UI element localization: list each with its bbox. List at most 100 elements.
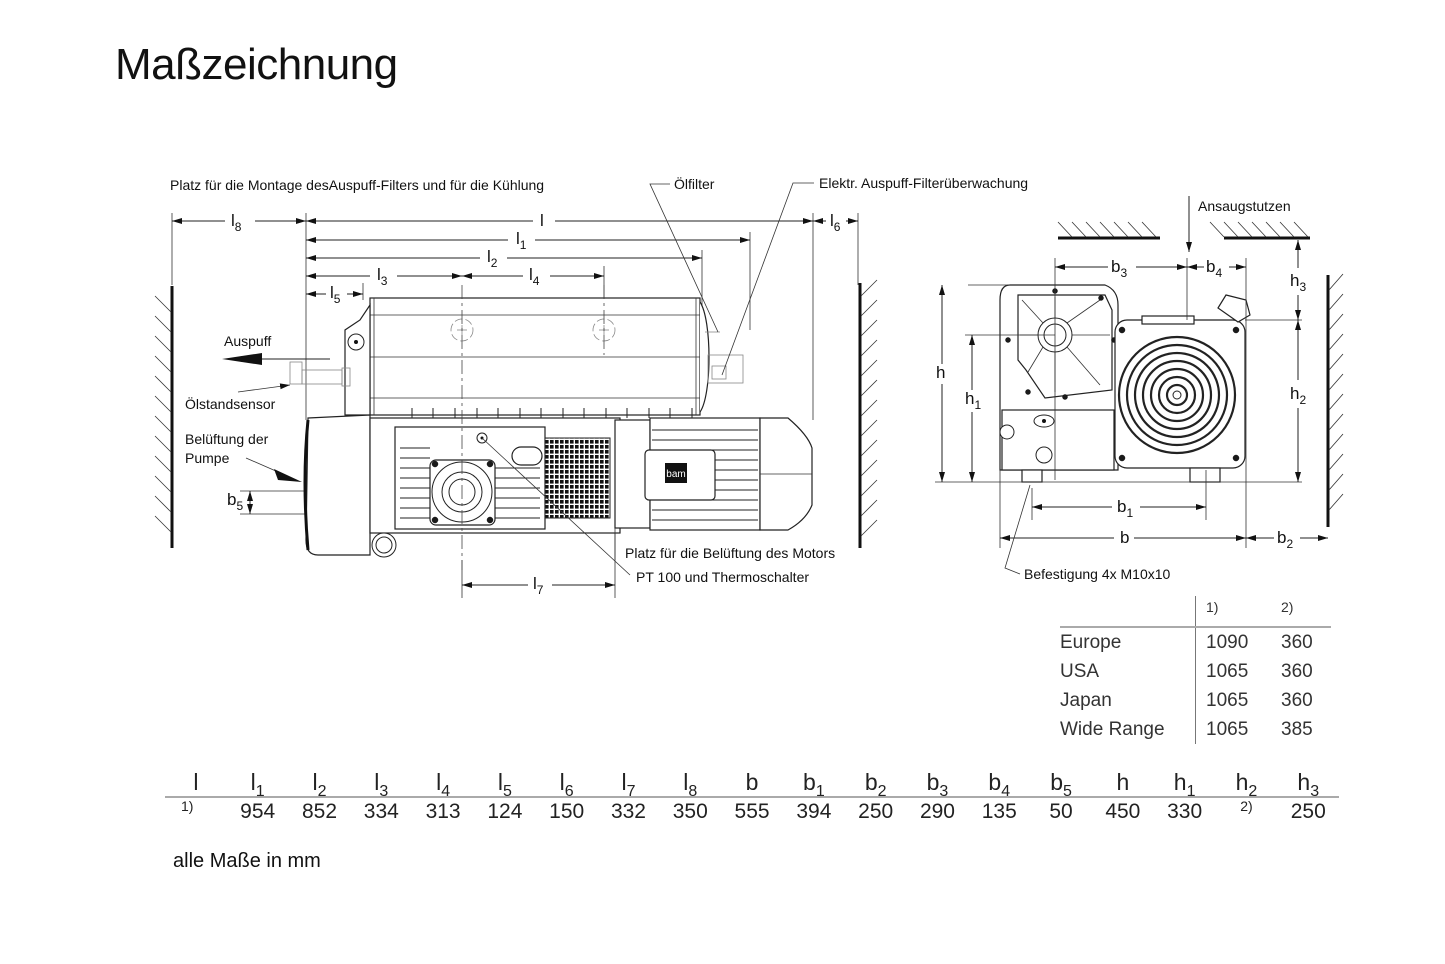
dimension-header: l — [165, 764, 227, 798]
dimension-header: h2 — [1215, 764, 1278, 800]
dim-l1: l1 — [306, 229, 750, 252]
dim-h: h — [936, 285, 945, 482]
svg-text:l4: l4 — [529, 265, 540, 288]
svg-text:Ölfilter: Ölfilter — [674, 175, 715, 192]
svg-text:b: b — [1120, 528, 1129, 547]
dimension-symbol: h — [1173, 769, 1187, 795]
coupling-grille — [544, 419, 651, 529]
svg-text:b4: b4 — [1206, 257, 1222, 280]
region-value-2: 360 — [1281, 690, 1313, 711]
region-header-1: 1) — [1195, 596, 1281, 628]
dimension-header: l5 — [473, 764, 536, 800]
dimension-symbol: b — [926, 769, 940, 795]
oil-level-sensor — [289, 361, 351, 387]
dimension-header: b1 — [782, 764, 845, 800]
svg-text:PT 100 und Thermoschalter: PT 100 und Thermoschalter — [636, 569, 809, 585]
svg-text:Platz für die Belüftung des Mo: Platz für die Belüftung des Motors — [625, 545, 835, 561]
pump-body — [303, 408, 693, 558]
dimension-header: h — [1091, 764, 1154, 798]
front-right-wall — [1326, 273, 1344, 527]
dimension-symbol: l — [374, 769, 380, 795]
dim-l5: l5 — [306, 283, 363, 306]
dimension-header: l6 — [535, 764, 598, 800]
dim-l8: l8 — [172, 211, 306, 234]
dim-l6: l6 — [813, 211, 858, 234]
ceiling-right — [1209, 221, 1310, 240]
region-name: Europe — [1060, 632, 1122, 653]
callout-pt100: PT 100 und Thermoschalter — [481, 437, 809, 585]
dimension-value: 150 — [549, 800, 585, 823]
callout-filter-monitor: Elektr. Auspuff-Filterüberwachung — [721, 175, 1028, 376]
dimension-header: b — [721, 764, 783, 798]
dimension-subscript: 2 — [1248, 783, 1258, 800]
svg-text:Elektr. Auspuff-Filterüberwach: Elektr. Auspuff-Filterüberwachung — [819, 175, 1028, 191]
region-value-1: 1090 — [1195, 627, 1281, 657]
dimension-subscript: 6 — [564, 783, 574, 800]
dimension-header: h1 — [1153, 764, 1216, 800]
dimension-subscript: 3 — [939, 783, 949, 800]
region-value-1: 1065 — [1195, 715, 1281, 744]
svg-text:h2: h2 — [1290, 384, 1306, 407]
dim-b2: b2 — [1246, 528, 1328, 551]
dimension-subscript: 2 — [877, 783, 887, 800]
dimension-subscript: 3 — [379, 783, 389, 800]
region-header-2: 2) — [1281, 596, 1331, 628]
dimension-subscript: 1 — [1186, 783, 1196, 800]
callout-motor-ventilation: Platz für die Belüftung des Motors — [614, 528, 835, 561]
dimension-subscript: 7 — [626, 783, 636, 800]
table-row: USA 1065 360 — [1060, 657, 1331, 686]
svg-text:h: h — [936, 363, 945, 382]
right-wall — [858, 279, 878, 548]
filter-monitor — [705, 331, 744, 384]
dim-b3: b3 — [1055, 257, 1187, 280]
dimension-value: 334 — [363, 800, 399, 823]
dimension-header: l8 — [659, 764, 722, 800]
svg-text:h3: h3 — [1290, 271, 1306, 294]
dimension-subscript: 3 — [1310, 783, 1320, 800]
front-motor-fan — [1114, 294, 1251, 483]
dimension-value: 250 — [1290, 800, 1326, 823]
dimension-symbol: l — [312, 769, 318, 795]
svg-text:Belüftung der: Belüftung der — [185, 431, 269, 447]
page-title: Maßzeichnung — [115, 40, 398, 89]
svg-text:Auspuff: Auspuff — [224, 333, 271, 349]
motor: bam — [644, 417, 813, 531]
dimension-value: 330 — [1167, 800, 1203, 823]
region-value-1: 1065 — [1195, 686, 1281, 715]
dim-h3: h3 — [1290, 240, 1306, 320]
dimension-value: 332 — [610, 800, 646, 823]
front-view: Ansaugstutzen — [935, 196, 1344, 582]
svg-text:l1: l1 — [516, 229, 527, 252]
dimension-symbol: l — [559, 769, 565, 795]
table-row: Wide Range 1065 385 — [1060, 715, 1331, 744]
dimension-header: l3 — [350, 764, 413, 800]
svg-text:b5: b5 — [227, 490, 243, 513]
svg-text:Pumpe: Pumpe — [185, 450, 230, 466]
dimension-value: 1) — [181, 798, 194, 814]
dimension-symbol: l — [497, 769, 503, 795]
exhaust-filter-housing — [344, 297, 710, 416]
callout-pump-ventilation: Belüftung der Pumpe — [185, 431, 302, 482]
dimension-value: 313 — [425, 800, 461, 823]
dimension-symbol: b — [1050, 769, 1063, 795]
region-table: 1) 2) Europe 1090 360 USA 1065 360 Japan… — [1060, 596, 1331, 744]
table-row: Europe 1090 360 — [1060, 627, 1331, 657]
callout-oil-filter: Ölfilter — [649, 175, 719, 333]
dimension-header: l7 — [597, 764, 660, 800]
svg-text:l6: l6 — [830, 211, 841, 234]
label-mounting-space: Platz für die Montage desAuspuff-Filters… — [170, 177, 544, 193]
region-name: Wide Range — [1060, 719, 1165, 740]
dimension-value: 50 — [1049, 800, 1073, 823]
dimension-value: 124 — [487, 800, 523, 823]
dimension-symbol: h — [1116, 769, 1130, 795]
dimension-subscript: 4 — [1001, 783, 1011, 800]
dimension-header: b4 — [968, 764, 1031, 800]
callout-exhaust: Auspuff — [222, 333, 330, 365]
dimension-symbol: l — [621, 769, 627, 795]
svg-text:l8: l8 — [231, 211, 242, 234]
callout-oil-level-sensor: Ölstandsensor — [185, 383, 291, 412]
dimension-symbol: l — [193, 769, 199, 795]
